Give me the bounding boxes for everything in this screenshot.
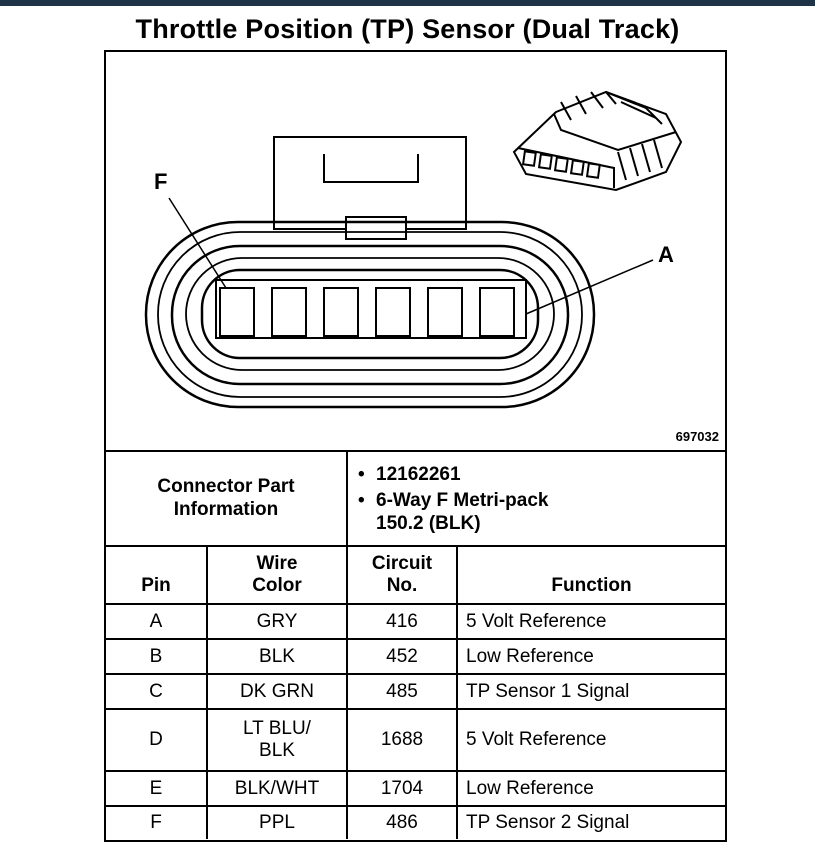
pin-cell: C — [106, 673, 208, 710]
pin-cell: E — [106, 770, 208, 807]
wire-color-cell: BLK — [206, 638, 348, 675]
wire-color-cell: PPL — [206, 805, 348, 839]
table-row: B BLK 452 Low Reference — [106, 638, 726, 675]
function-cell: 5 Volt Reference — [455, 603, 726, 640]
figure-number: 697032 — [675, 429, 719, 444]
header-circuit-no: Circuit No. — [346, 545, 458, 605]
wire-color-cell: GRY — [206, 603, 348, 640]
header-function: Function — [455, 545, 726, 605]
pinout-table: Connector Part Information 12162261 6-Wa… — [106, 450, 726, 839]
function-cell: 5 Volt Reference — [455, 708, 726, 772]
pin-cell: F — [106, 805, 208, 839]
connector-perspective-icon — [512, 90, 683, 192]
connector-description: 6-Way F Metri-pack — [358, 489, 725, 512]
connector-latch — [273, 136, 467, 240]
table-row: F PPL 486 TP Sensor 2 Signal — [106, 805, 726, 839]
page-title: Throttle Position (TP) Sensor (Dual Trac… — [135, 14, 680, 44]
connector-drawing — [144, 90, 683, 409]
circuit-cell: 485 — [346, 673, 458, 710]
connector-info-row: Connector Part Information 12162261 6-Wa… — [106, 450, 726, 547]
wire-color-cell: LT BLU/ BLK — [206, 708, 348, 772]
part-number: 12162261 — [358, 463, 725, 486]
connector-diagram: F A 697032 — [106, 52, 725, 452]
header-wire-color: Wire Color — [206, 545, 348, 605]
circuit-cell: 1704 — [346, 770, 458, 807]
circuit-cell: 1688 — [346, 708, 458, 772]
function-cell: Low Reference — [455, 638, 726, 675]
connector-description-cont: 150.2 (BLK) — [376, 512, 481, 534]
pin-cell: D — [106, 708, 208, 772]
function-cell: Low Reference — [455, 770, 726, 807]
pin-f-callout: F — [154, 169, 168, 194]
function-cell: TP Sensor 2 Signal — [455, 805, 726, 839]
wire-color-cell: BLK/WHT — [206, 770, 348, 807]
header-pin: Pin — [106, 545, 208, 605]
connector-info-label: Connector Part Information — [106, 450, 348, 547]
circuit-cell: 486 — [346, 805, 458, 839]
pin-cell: B — [106, 638, 208, 675]
wire-color-cell: DK GRN — [206, 673, 348, 710]
table-row: A GRY 416 5 Volt Reference — [106, 603, 726, 640]
pin-cavity — [215, 279, 527, 339]
table-row: D LT BLU/ BLK 1688 5 Volt Reference — [106, 708, 726, 772]
circuit-cell: 416 — [346, 603, 458, 640]
connector-card: F A 697032 Connector Part Information 12… — [104, 50, 727, 842]
connector-info-details: 12162261 6-Way F Metri-pack 150.2 (BLK) — [345, 450, 726, 547]
top-bar — [0, 0, 815, 6]
pin-a-callout: A — [658, 242, 674, 267]
header-row: Pin Wire Color Circuit No. Function — [106, 545, 726, 605]
function-cell: TP Sensor 1 Signal — [455, 673, 726, 710]
circuit-cell: 452 — [346, 638, 458, 675]
callout-lines — [168, 197, 654, 315]
pin-cell: A — [106, 603, 208, 640]
connector-shell — [144, 220, 596, 409]
table-row: C DK GRN 485 TP Sensor 1 Signal — [106, 673, 726, 710]
table-row: E BLK/WHT 1704 Low Reference — [106, 770, 726, 807]
